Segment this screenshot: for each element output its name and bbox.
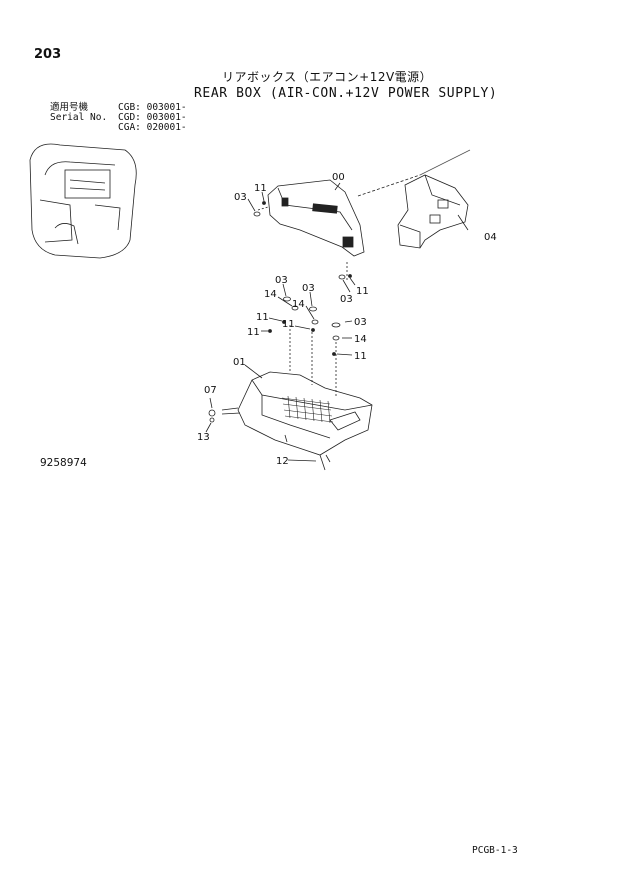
part-00-panel [267, 149, 471, 257]
callout-03: 03 [234, 192, 247, 203]
fasteners [205, 182, 469, 462]
figure-number: 9258974 [40, 457, 87, 469]
callout-01: 01 [233, 357, 246, 368]
callout-11: 11 [282, 319, 295, 330]
callout-14: 14 [264, 289, 277, 300]
callout-11: 11 [356, 286, 369, 297]
callout-13: 13 [197, 432, 210, 443]
callout-14: 14 [292, 299, 305, 310]
serial-entry-cga: CGA: 020001- [118, 122, 187, 133]
callout-11: 11 [256, 312, 269, 323]
title-japanese: リアボックス（エアコン+12V電源） [222, 70, 433, 84]
callout-00: 00 [332, 172, 345, 183]
callout-11: 11 [354, 351, 367, 362]
serial-entry-cgd: CGD: 003001- [118, 112, 187, 123]
serial-entry-cgb: CGB: 003001- [118, 102, 187, 113]
part-01-base [208, 371, 373, 471]
serial-label-jp: 適用号機 [50, 102, 89, 113]
callout-11: 11 [254, 183, 267, 194]
callout-03: 03 [302, 283, 315, 294]
title-english: REAR BOX (AIR-CON.+12V POWER SUPPLY) [194, 86, 498, 101]
page-reference: PCGB-1-3 [472, 845, 518, 856]
page-number: 203 [34, 47, 62, 62]
callout-14: 14 [354, 334, 367, 345]
callout-03: 03 [340, 294, 353, 305]
callout-12: 12 [276, 456, 289, 467]
callout-03: 03 [275, 275, 288, 286]
callout-03: 03 [354, 317, 367, 328]
machine-thumbnail [29, 143, 137, 259]
callout-04: 04 [484, 232, 497, 243]
callout-11: 11 [247, 327, 260, 338]
serial-label-en: Serial No. [50, 112, 108, 123]
part-04-duct [397, 174, 469, 249]
callout-07: 07 [204, 385, 217, 396]
